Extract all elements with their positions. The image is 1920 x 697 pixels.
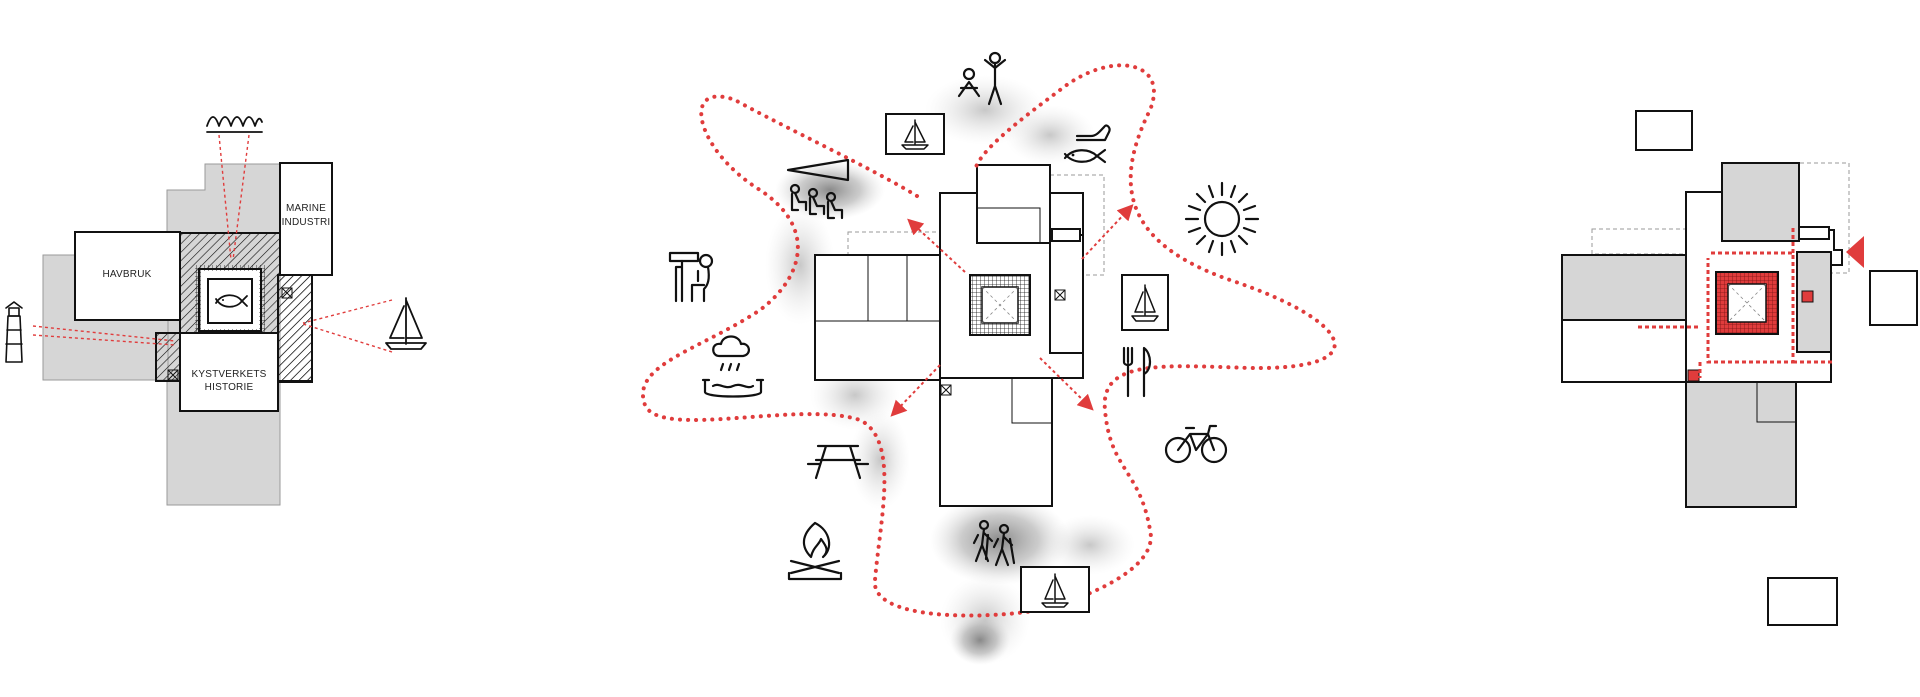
east-step [1051,228,1081,242]
label-havbruk: HAVBRUK [102,269,151,280]
label-kystverkets-line2: HISTORIE [205,382,254,393]
red-marker-corner [1687,369,1700,382]
north-block [976,164,1051,244]
fishing-hand-icon [1063,124,1111,164]
campfire-icon [787,521,843,581]
south-wing-division [1756,382,1796,423]
sun-icon [1184,181,1260,257]
audience-icon [786,158,850,220]
west-wing-grey [1561,254,1687,321]
activity-heat-zones [765,75,1135,665]
courtyard-inner [207,278,253,324]
hatched-wing-east [277,274,313,383]
sailboat-icon [385,297,427,350]
south-wing-division [1011,378,1052,424]
outbuilding-east [1869,270,1918,326]
cutlery-icon [1122,346,1152,398]
red-marker-east [1801,290,1814,303]
north-block-grey [1721,162,1800,242]
sightline-waves [218,134,250,261]
small-x-box-east [1054,289,1066,301]
sailboat-icon [885,113,945,155]
small-x-box [167,287,293,381]
room-havbruk [74,231,181,321]
room-marine-industri [279,162,333,276]
dashed-context-west [1591,228,1689,255]
bicycle-icon [1164,424,1228,464]
circulation-links [1638,228,1833,378]
east-step [1798,226,1830,240]
route-arrow-se [1039,357,1094,411]
label-marine-line2: INDUSTRI [282,217,331,228]
room-kystverkets-historie [179,332,279,412]
west-wing [814,254,941,381]
outbuilding-south [1767,577,1838,626]
north-block-division [977,207,1041,243]
label-marine-line1: MARINE [286,203,326,214]
binoculars-icon [668,251,714,303]
route-arrow-sw [890,364,941,417]
rain-basin-icon [701,335,765,398]
hikers-icon [972,519,1016,567]
small-x-box-south [940,384,952,396]
right-diagram [1561,110,1918,626]
route-arrow-ne [1081,204,1134,260]
entry-arrow-icon [1846,236,1864,268]
waves-icon [206,116,263,133]
sailboat-icon [1020,566,1090,613]
east-wing [1049,234,1084,354]
south-wing [939,377,1053,507]
west-wing-divisions [815,255,940,322]
family-icon [957,51,1007,106]
fish-icon [215,294,248,308]
sightline-sailboat [302,299,393,353]
outbuilding-north [1635,110,1693,151]
lighthouse-icon [5,301,23,363]
center-diagram [641,51,1337,665]
label-kystverkets-line1: KYSTVERKETS [192,369,267,380]
west-wing-lower [1561,319,1687,383]
sailboat-icon [1121,274,1169,331]
south-wing-grey [1685,381,1797,508]
left-diagram: HAVBRUK MARINE INDUSTRI KYSTVERKETS HIST… [5,116,427,506]
picnic-table-icon [806,444,870,480]
